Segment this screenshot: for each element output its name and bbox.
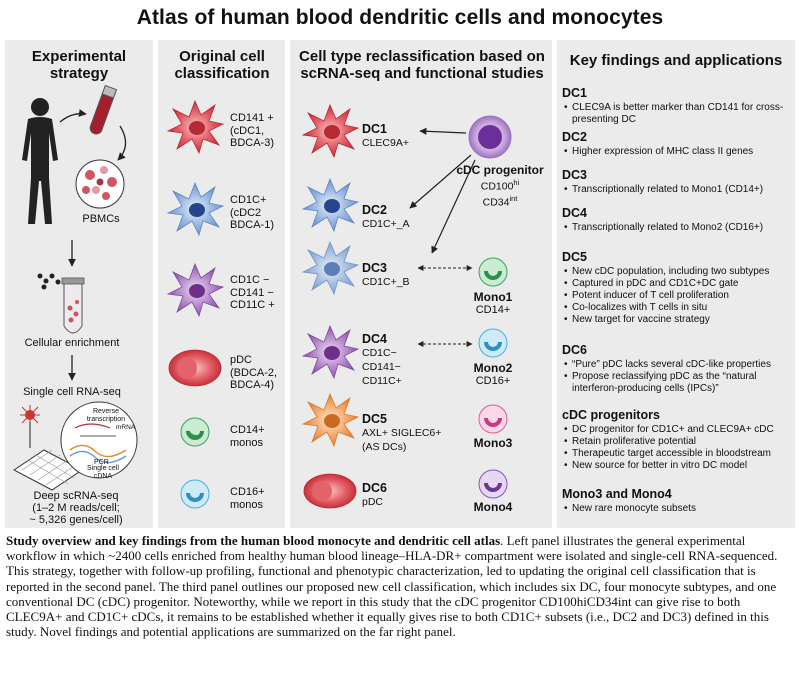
- single-cdna-label: Single cell cDNA: [87, 465, 119, 480]
- caption-text: . Left panel illustrates the general exp…: [6, 533, 778, 640]
- deep-seq-label-2: (1–2 M reads/cell;: [32, 502, 120, 514]
- orig-cd16-label: CD16+monos: [230, 486, 265, 511]
- rna-seq-inset: [60, 401, 138, 479]
- pbmc-icon: [75, 159, 125, 209]
- findings-dc4: DC4 Transcriptionally related to Mono2 (…: [562, 206, 790, 234]
- deep-seq-label-3: ~ 5,326 genes/cell): [29, 514, 123, 526]
- orig-cd16-mono-cell: [180, 479, 210, 509]
- findings-cdc-progenitors: cDC progenitors DC progenitor for CD1C+ …: [562, 408, 790, 472]
- enrichment-tube-icon: [61, 277, 85, 334]
- findings-dc1: DC1 CLEC9A is better marker than CD141 f…: [562, 86, 790, 126]
- mono4-label: Mono4: [473, 500, 513, 514]
- orig-cdc2-cell: [167, 182, 224, 236]
- key-findings-heading: Key findings and applications: [569, 52, 783, 69]
- reverse-label: Reverse transcription: [86, 408, 126, 423]
- dc2-cell: [302, 178, 359, 232]
- mono4-cell: [478, 469, 508, 499]
- mono1-cell: [478, 257, 508, 287]
- progenitor-label: cDC progenitor CD100hi CD34int: [456, 163, 544, 209]
- dc3-cell: [302, 241, 359, 295]
- dc1-cell: [302, 104, 359, 158]
- findings-dc6: DC6 “Pure” pDC lacks several cDC-like pr…: [562, 343, 790, 395]
- dc5-cell: [302, 393, 359, 447]
- reclassification-heading: Cell type reclassification based on scRN…: [299, 48, 545, 82]
- mono3-cell: [478, 404, 508, 434]
- progenitor-to-dc3-arrow: [431, 159, 476, 254]
- progenitor-to-dc1-arrow: [419, 127, 467, 135]
- dc6-cell: [303, 473, 357, 509]
- orig-cd1c-neg-cell: [167, 263, 224, 317]
- caption-bold: Study overview and key findings from the…: [6, 533, 501, 548]
- progenitor-to-dc2-arrow: [409, 154, 472, 209]
- orig-cdc1-label: CD141 +(cDC1,BDCA-3): [230, 112, 275, 149]
- mono3-label: Mono3: [473, 436, 513, 450]
- mono2-cell: [478, 328, 508, 358]
- figure-caption: Study overview and key findings from the…: [6, 533, 796, 639]
- pbmc-label: PBMCs: [82, 213, 120, 225]
- pcr-label: PCR: [94, 459, 109, 466]
- orig-cd14-mono-cell: [180, 417, 210, 447]
- mono1-label: Mono1 CD14+: [473, 290, 513, 316]
- orig-cdc1-cell: [167, 100, 224, 154]
- single-cell-capture-icon: [13, 405, 83, 491]
- findings-dc2: DC2 Higher expression of MHC class II ge…: [562, 130, 790, 158]
- mrna-label: mRNA: [116, 424, 136, 431]
- deep-seq-label-1: Deep scRNA-seq: [33, 490, 119, 502]
- orig-pdc-label: pDC(BDCA-2,BDCA-4): [230, 354, 278, 391]
- scrna-label: Single cell RNA-seq: [23, 386, 121, 398]
- magnetic-beads-icon: [37, 273, 61, 290]
- dc4-cell: [302, 325, 359, 379]
- findings-dc5: DC5 New cDC population, including two su…: [562, 250, 790, 326]
- cdc-progenitor-cell: [468, 115, 512, 159]
- findings-dc3: DC3 Transcriptionally related to Mono1 (…: [562, 168, 790, 196]
- findings-mono3-mono4: Mono3 and Mono4 New rare monocyte subset…: [562, 487, 790, 515]
- enrichment-label: Cellular enrichment: [24, 337, 120, 349]
- orig-pdc-cell: [168, 349, 222, 387]
- mono2-label: Mono2 CD16+: [473, 361, 513, 387]
- original-classification-heading: Original cell classification: [174, 48, 270, 82]
- panel-original-classification: [158, 40, 285, 528]
- figure-title: Atlas of human blood dendritic cells and…: [136, 6, 664, 29]
- orig-cd1c-neg-label: CD1C −CD141 −CD11C +: [230, 274, 275, 311]
- experimental-strategy-heading: Experimental strategy: [31, 48, 127, 82]
- blood-tube-icon: [89, 84, 118, 135]
- human-silhouette-icon: [22, 98, 58, 224]
- orig-cd14-label: CD14+monos: [230, 424, 265, 449]
